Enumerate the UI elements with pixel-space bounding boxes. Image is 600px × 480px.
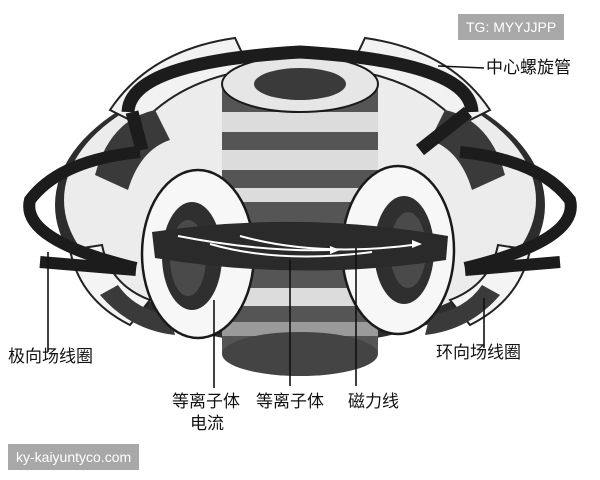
label-plasma-current-line2: 电流 <box>190 414 224 434</box>
label-toroidal-field-coils: 环向场线圈 <box>436 343 521 363</box>
poloidal-coil-top <box>121 45 479 156</box>
label-plasma: 等离子体 <box>256 392 324 412</box>
poloidal-coil-side <box>23 146 577 276</box>
label-poloidal-field-coils: 极向场线圈 <box>8 347 93 367</box>
leader-lines <box>47 65 485 388</box>
watermark-site: ky-kaiyuntyco.com <box>8 444 140 470</box>
plasma-band <box>152 221 448 271</box>
central-solenoid <box>221 55 379 376</box>
label-magnetic-field-lines: 磁力线 <box>348 392 399 412</box>
label-central-solenoid: 中心螺旋管 <box>486 58 571 78</box>
watermark-tg: TG: MYYJJPP <box>458 14 565 40</box>
label-plasma-current-line1: 等离子体 <box>172 392 240 412</box>
